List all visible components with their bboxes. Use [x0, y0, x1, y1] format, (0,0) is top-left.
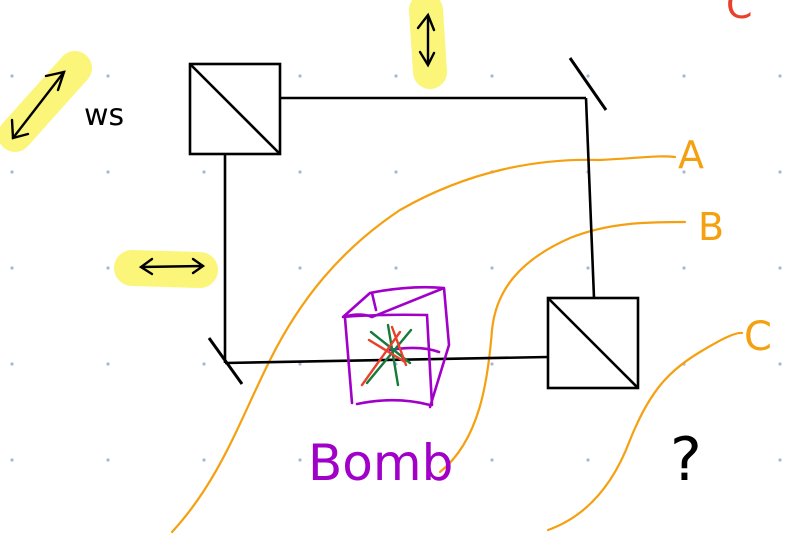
grid-dot [298, 170, 302, 174]
grid-dot [394, 170, 398, 174]
double-arrow-vertical-icon [416, 12, 436, 68]
grid-dot [586, 74, 590, 78]
grid-dot [586, 266, 590, 270]
path-b-curve [438, 220, 687, 474]
grid-dot [202, 170, 206, 174]
grid-dot [490, 458, 494, 462]
path-c-curve [546, 331, 744, 532]
beam-splitter-bottom-right [546, 296, 640, 390]
grid-dot [10, 74, 14, 78]
grid-dot [106, 266, 110, 270]
beam-splitter-top-left [188, 62, 282, 156]
grid-dot [682, 458, 686, 462]
mirror-top-right [568, 57, 608, 111]
grid-dot [394, 458, 398, 462]
grid-dot [106, 458, 110, 462]
grid-dot [682, 170, 686, 174]
grid-dot [586, 458, 590, 462]
grid-dot [106, 362, 110, 366]
grid-dot [298, 266, 302, 270]
double-arrow-diagonal-icon [10, 70, 66, 140]
bomb-label: Bomb [308, 434, 453, 492]
grid-dot [298, 458, 302, 462]
grid-dot [106, 74, 110, 78]
path-a-label: A [678, 133, 704, 177]
mirror-bottom-left [207, 337, 244, 385]
grid-dot [778, 362, 782, 366]
grid-dot [298, 362, 302, 366]
grid-dot [202, 458, 206, 462]
path-b-label: B [698, 205, 724, 249]
path-a-curve [170, 155, 677, 534]
grid-dot [10, 458, 14, 462]
grid-dot [490, 74, 494, 78]
grid-dot [778, 458, 782, 462]
grid-dot [10, 362, 14, 366]
grid-dot [682, 74, 686, 78]
grid-dot [778, 170, 782, 174]
grid-dot [10, 170, 14, 174]
explosion-burst [360, 323, 413, 387]
grid-dot [298, 74, 302, 78]
path-c-label: C [744, 314, 772, 360]
grid-dot [778, 74, 782, 78]
grid-dot [394, 266, 398, 270]
grid-dot [490, 362, 494, 366]
grid-dot [682, 266, 686, 270]
double-arrow-horizontal-icon [138, 257, 206, 276]
grid-dot [10, 266, 14, 270]
question-mark: ? [670, 425, 702, 495]
grid-dot [202, 362, 206, 366]
paths [170, 155, 744, 534]
omega-label: ws [84, 98, 124, 133]
top-corner-label: C [726, 0, 753, 27]
beam-lines [223, 96, 596, 365]
grid-dot [394, 74, 398, 78]
grid-dot [490, 266, 494, 270]
grid-dot [778, 266, 782, 270]
grid-dot [106, 170, 110, 174]
